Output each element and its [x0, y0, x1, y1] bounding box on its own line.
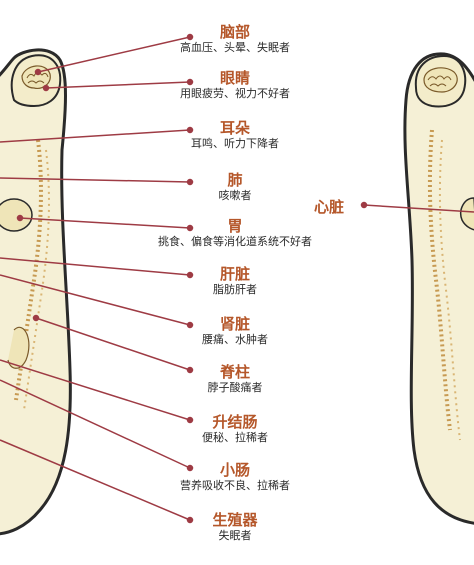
label-kidney: 肾脏 腰痛、水肿者 [150, 316, 320, 347]
organ-desc: 失眠者 [218, 529, 252, 542]
label-colon: 升结肠 便秘、拉稀者 [150, 414, 320, 445]
organ-name: 肝脏 [219, 265, 250, 283]
organ-desc: 脂肪肝者 [213, 283, 257, 296]
leader-lung [0, 177, 191, 183]
right-brain-folds [427, 75, 452, 87]
leader-heart [363, 204, 474, 213]
right-heart-zone [460, 197, 474, 231]
right-brain-zone [423, 67, 458, 93]
label-liver: 肝脏 脂肪肝者 [150, 266, 320, 297]
leader-spine [35, 317, 191, 371]
organ-name: 眼睛 [219, 69, 250, 87]
leader-kidney [0, 274, 191, 326]
leader-stomach [19, 217, 191, 229]
right-spine-inner [438, 139, 461, 441]
leader-lines [0, 33, 474, 524]
label-reproductive: 生殖器 失眠者 [150, 512, 320, 543]
organ-desc: 耳鸣、听力下降者 [191, 137, 279, 150]
organ-desc: 用眼疲劳、视力不好者 [180, 87, 290, 100]
right-spine-zone [427, 129, 452, 431]
organ-name: 耳朵 [219, 119, 250, 137]
organ-desc: 便秘、拉稀者 [202, 431, 268, 444]
label-eyes: 眼睛 用眼疲劳、视力不好者 [150, 70, 320, 101]
right-foot-outline [403, 52, 474, 525]
label-small-intestine: 小肠 营养吸收不良、拉稀者 [130, 462, 340, 493]
label-lung: 肺 咳嗽者 [150, 172, 320, 203]
organ-name: 脑部 [219, 23, 250, 41]
leader-liver [0, 257, 191, 276]
organ-name: 脊柱 [219, 363, 250, 381]
organ-desc: 挑食、偏食等消化道系统不好者 [158, 235, 312, 248]
leader-small-intestine [0, 379, 191, 469]
organ-name: 升结肠 [212, 413, 258, 431]
label-ears: 耳朵 耳鸣、听力下降者 [150, 120, 320, 151]
label-brain: 脑部 高血压、头晕、失眠者 [150, 24, 320, 55]
left-foot-outline [0, 48, 72, 536]
left-kidney-zone [7, 326, 30, 369]
organ-desc: 咳嗽者 [218, 189, 252, 202]
organ-desc: 高血压、头晕、失眠者 [180, 41, 290, 54]
label-spine: 脊柱 脖子酸痛者 [150, 364, 320, 395]
organ-name: 肾脏 [219, 315, 250, 333]
organ-name: 肺 [227, 171, 243, 189]
organ-name: 胃 [227, 217, 243, 235]
leader-eyes [45, 81, 191, 89]
organ-name: 小肠 [219, 461, 250, 479]
leader-brain [37, 36, 191, 73]
leader-ears [0, 129, 191, 143]
leader-reproductive [0, 439, 191, 521]
left-spine-zone [14, 139, 43, 401]
organ-desc: 腰痛、水肿者 [202, 333, 268, 346]
label-stomach: 胃 挑食、偏食等消化道系统不好者 [110, 218, 360, 249]
organ-desc: 脖子酸痛者 [207, 381, 263, 394]
left-stomach-zone [0, 198, 33, 232]
leader-colon [0, 359, 191, 421]
label-heart: 心脏 [314, 198, 345, 216]
organ-name: 生殖器 [212, 511, 258, 529]
organ-desc: 营养吸收不良、拉稀者 [180, 479, 290, 492]
